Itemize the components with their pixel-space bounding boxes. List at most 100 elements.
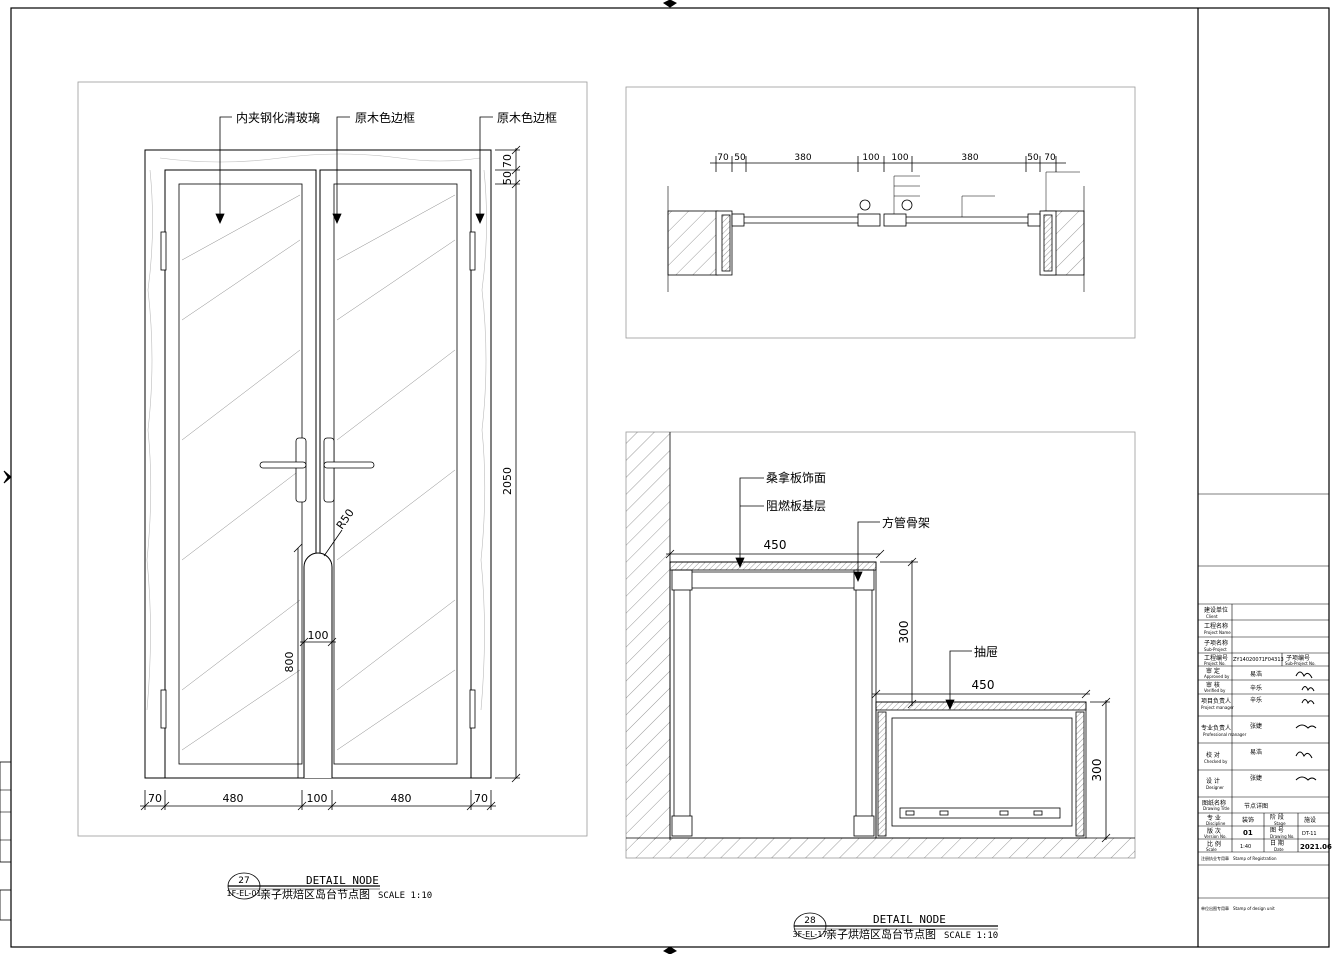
svg-text:图纸名称: 图纸名称 xyxy=(1202,799,1226,807)
plan-dim-5: 100 xyxy=(891,153,908,163)
titleblock-version: 版 次 Version No. 01 图 号 Drawing No. DT-11 xyxy=(1204,827,1317,839)
dim-height-300: 300 xyxy=(897,621,911,644)
titleblock-row-5: 审 核 Verified by 辛乐 xyxy=(1204,681,1315,693)
title-cn-28: 亲子烘焙区岛台节点图 xyxy=(826,927,936,941)
svg-text:Discipline: Discipline xyxy=(1206,821,1226,826)
titleblock-row-8: 校 对 Checked by 易浩 xyxy=(1204,748,1313,764)
svg-text:Sub-Project No.: Sub-Project No. xyxy=(1285,661,1316,666)
callout-leaders xyxy=(735,477,972,710)
titleblock-drawing-title: 图纸名称 Drawing Title 节点详图 xyxy=(1202,799,1268,811)
dim-bottom-70-left: 70 xyxy=(148,792,162,805)
tag-number-27: 27 xyxy=(238,876,249,886)
svg-text:Professional manager: Professional manager xyxy=(1203,732,1247,737)
plan-dim-7: 50 xyxy=(1027,153,1039,163)
title-en-27: DETAIL NODE xyxy=(306,874,379,887)
titleblock-row-9: 设 计 Designer 张婕 xyxy=(1206,774,1317,790)
arch-width: 100 xyxy=(308,629,329,642)
dim-lower-450: 450 xyxy=(972,678,995,692)
wall-left xyxy=(667,210,719,276)
svg-text:日 期: 日 期 xyxy=(1270,839,1284,847)
tag-number-28: 28 xyxy=(804,916,816,926)
svg-text:校 对: 校 对 xyxy=(1206,751,1220,759)
svg-text:阶 段: 阶 段 xyxy=(1270,813,1284,821)
svg-text:单位出图专用章: 单位出图专用章 xyxy=(1201,905,1229,911)
arch-height: 800 xyxy=(283,652,296,673)
title-cn-27: 亲子烘焙区岛台节点图 xyxy=(260,887,370,901)
dim-bottom-70-right: 70 xyxy=(474,792,488,805)
door-frame-sections xyxy=(715,199,1057,276)
dim-bottom-100: 100 xyxy=(307,792,328,805)
svg-text:Stamp of Registration: Stamp of Registration xyxy=(1233,856,1277,861)
plan-dim-1: 70 xyxy=(717,153,729,163)
title-en-28: DETAIL NODE xyxy=(873,913,946,926)
floor-slab xyxy=(626,838,1135,858)
svg-text:Client: Client xyxy=(1206,614,1218,619)
drawer-cabinet xyxy=(875,701,1087,839)
svg-text:Designer: Designer xyxy=(1206,785,1224,790)
titleblock-scale: 比 例 Scale 1:40 日 期 Date 2021.06 xyxy=(1206,839,1332,852)
drawing-island-section: 桑拿板饰面 阻燃板基层 方管骨架 抽屉 450 300 450 300 28 3… xyxy=(625,431,1136,941)
svg-text:Drawing Title: Drawing Title xyxy=(1203,806,1230,811)
svg-text:专 业: 专 业 xyxy=(1207,814,1221,822)
titleblock-row-2: 子项名称 Sub-Project xyxy=(1204,639,1228,652)
callout-frame-center: 原木色边框 xyxy=(355,111,415,125)
svg-text:Version No.: Version No. xyxy=(1204,834,1227,839)
drawing-title-tag-27 xyxy=(227,872,380,900)
dim-lower-300: 300 xyxy=(1090,759,1104,782)
svg-text:审 核: 审 核 xyxy=(1206,681,1220,689)
svg-text:工程编号: 工程编号 xyxy=(1204,654,1228,662)
svg-text:图 号: 图 号 xyxy=(1270,827,1284,834)
plan-dim-6: 380 xyxy=(961,153,978,163)
svg-text:Project Name: Project Name xyxy=(1204,630,1231,635)
svg-text:子项编号: 子项编号 xyxy=(1286,654,1310,662)
svg-text:项目负责人: 项目负责人 xyxy=(1201,697,1231,705)
svg-text:施设: 施设 xyxy=(1304,816,1316,824)
small-callout-leaders xyxy=(893,171,1080,217)
svg-text:张婕: 张婕 xyxy=(1250,774,1262,782)
svg-text:Stage: Stage xyxy=(1274,821,1286,826)
drawing-title-tag-28 xyxy=(793,912,998,940)
svg-text:比 例: 比 例 xyxy=(1207,840,1221,848)
dimension-lines-right xyxy=(495,145,521,783)
svg-text:Verified by: Verified by xyxy=(1204,688,1226,693)
callout-frame-right: 原木色边框 xyxy=(497,111,557,125)
callout-glass: 内夹钢化清玻璃 xyxy=(236,111,320,125)
titleblock-row-4: 审 定 Approved by 易浩 xyxy=(1204,667,1313,679)
tag-ref-27: 1F-EL-01 xyxy=(226,889,261,898)
svg-text:辛乐: 辛乐 xyxy=(1250,696,1262,704)
svg-text:Checked by: Checked by xyxy=(1204,759,1228,764)
svg-text:审 定: 审 定 xyxy=(1206,667,1220,675)
svg-text:Approved by: Approved by xyxy=(1204,674,1230,679)
svg-text:装饰: 装饰 xyxy=(1242,816,1254,824)
svg-text:Date: Date xyxy=(1274,847,1284,852)
titleblock-specialty: 专 业 Discipline 装饰 阶 段 Stage 施设 xyxy=(1206,813,1316,826)
plan-dim-3: 380 xyxy=(794,153,811,163)
callout-fire-board: 阻燃板基层 xyxy=(766,498,826,513)
title-block: 建设单位 Client 工程名称 Project Name 子项名称 Sub-P… xyxy=(1198,493,1332,911)
tag-ref-28: 3F-EL-17 xyxy=(792,930,827,939)
svg-text:Project manager: Project manager xyxy=(1201,705,1234,710)
svg-text:Drawing No.: Drawing No. xyxy=(1270,834,1295,839)
titleblock-row-1: 工程名称 Project Name xyxy=(1204,622,1231,635)
wall-left xyxy=(626,432,670,840)
svg-text:注册执业专用章: 注册执业专用章 xyxy=(1201,855,1229,861)
svg-text:易浩: 易浩 xyxy=(1250,670,1262,678)
svg-text:版 次: 版 次 xyxy=(1207,827,1221,835)
titleblock-row-7: 专业负责人 Professional manager 张婕 xyxy=(1201,722,1317,737)
svg-text:DT-11: DT-11 xyxy=(1302,831,1317,837)
dim-right-70: 70 xyxy=(501,154,514,168)
svg-text:Scale: Scale xyxy=(1206,847,1217,852)
dimension-lines-top xyxy=(710,156,1066,172)
svg-text:张婕: 张婕 xyxy=(1250,722,1262,730)
dim-right-50: 50 xyxy=(501,171,514,185)
svg-text:ZY14020071F04313: ZY14020071F04313 xyxy=(1233,657,1284,663)
scale-28: SCALE 1:10 xyxy=(944,931,998,941)
dim-right-2050: 2050 xyxy=(501,467,514,495)
plan-dim-8: 70 xyxy=(1044,153,1056,163)
svg-text:子项名称: 子项名称 xyxy=(1204,639,1228,647)
door-leaf-left xyxy=(164,169,317,779)
arch-dimensions xyxy=(293,529,343,778)
svg-text:节点详图: 节点详图 xyxy=(1244,802,1268,810)
glass-reflection-lines xyxy=(181,194,456,751)
callout-sauna-board: 桑拿板饰面 xyxy=(766,470,826,485)
